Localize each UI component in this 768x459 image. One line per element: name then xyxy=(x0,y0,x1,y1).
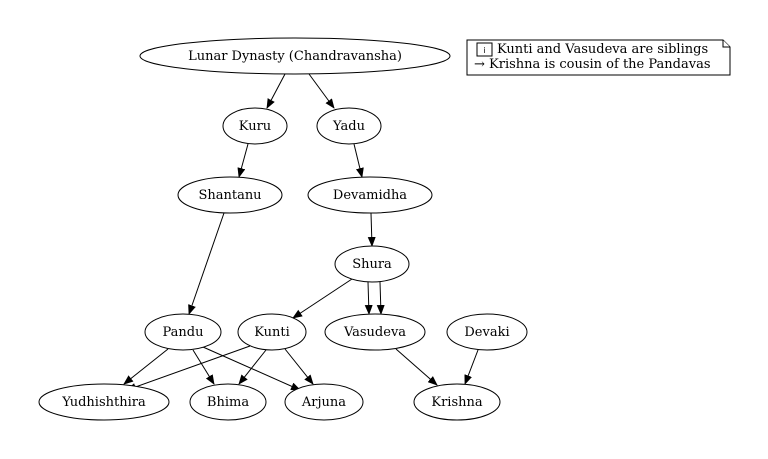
node-label: Yadu xyxy=(332,119,365,134)
edge-shura-to-vasudeva xyxy=(376,281,385,315)
edge-kunti-to-arjuna xyxy=(284,348,314,385)
edge-lunar-to-kuru xyxy=(266,73,286,109)
node-label: Arjuna xyxy=(301,395,346,410)
edge-kuru-to-shantanu xyxy=(237,143,249,178)
node-bhima: Bhima xyxy=(189,383,267,421)
node-label: Lunar Dynasty (Chandravansha) xyxy=(188,49,402,64)
node-label: Vasudeva xyxy=(343,325,406,340)
node-lunar-dynasty: Lunar Dynasty (Chandravansha) xyxy=(139,37,451,75)
edge-devamidha-to-shura xyxy=(367,212,376,247)
edge-yadu-to-devamidha xyxy=(353,143,364,178)
node-kunti: Kunti xyxy=(237,313,307,351)
node-vasudeva: Vasudeva xyxy=(324,313,426,351)
node-label: Shantanu xyxy=(198,188,261,203)
note-box: i Kunti and Vasudeva are siblings → Kris… xyxy=(466,39,731,76)
node-label: Devaki xyxy=(464,325,509,340)
node-label: Krishna xyxy=(431,395,483,410)
node-label: Devamidha xyxy=(333,188,407,203)
node-label: Kunti xyxy=(254,325,290,340)
node-yudhishthira: Yudhishthira xyxy=(38,383,170,421)
node-label: Bhima xyxy=(207,395,249,410)
info-icon: i xyxy=(476,42,493,57)
edge-kunti-to-yudhishthira xyxy=(126,345,251,391)
node-devaki: Devaki xyxy=(446,313,528,351)
node-label: Shura xyxy=(352,257,392,272)
note-line-1: Kunti and Vasudeva are siblings xyxy=(497,42,708,57)
node-yadu: Yadu xyxy=(316,107,382,145)
edge-pandu-to-yudhishthira xyxy=(123,348,169,385)
node-pandu: Pandu xyxy=(144,313,222,351)
edge-shura-to-vasudeva xyxy=(364,281,373,315)
node-label: Kuru xyxy=(239,119,271,134)
edge-pandu-to-bhima xyxy=(192,349,215,385)
node-arjuna: Arjuna xyxy=(284,383,364,421)
svg-text:i: i xyxy=(483,46,485,55)
edge-kunti-to-bhima xyxy=(238,349,267,385)
edge-devaki-to-krishna xyxy=(464,349,479,385)
node-krishna: Krishna xyxy=(413,383,501,421)
edge-shura-to-kunti xyxy=(292,278,353,319)
node-shura: Shura xyxy=(334,245,410,283)
node-label: Pandu xyxy=(163,325,204,340)
note-line-2: → Krishna is cousin of the Pandavas xyxy=(474,57,711,72)
edge-shantanu-to-pandu xyxy=(188,212,225,315)
node-label: Yudhishthira xyxy=(61,395,146,410)
node-shantanu: Shantanu xyxy=(177,176,283,214)
edge-lunar-to-yadu xyxy=(308,73,335,109)
node-kuru: Kuru xyxy=(222,107,288,145)
node-devamidha: Devamidha xyxy=(307,176,433,214)
edges-layer xyxy=(123,73,479,391)
edge-vasudeva-to-krishna xyxy=(395,348,438,386)
